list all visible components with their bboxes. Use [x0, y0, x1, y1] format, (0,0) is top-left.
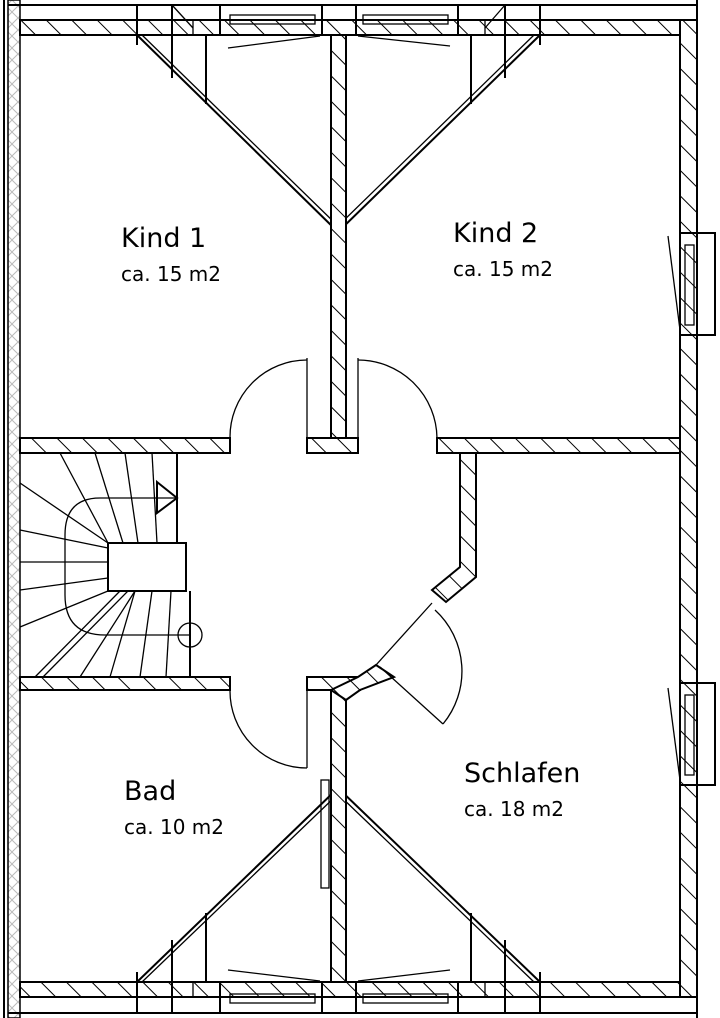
door-bad[interactable]	[229, 689, 308, 769]
exterior-walls	[3, 0, 716, 1018]
room-name: Bad	[124, 776, 176, 807]
right-windows	[667, 232, 716, 786]
stair-post	[177, 622, 203, 648]
door-schlafen[interactable]	[375, 602, 463, 725]
room-kind1: Kind 1 ca. 15 m2	[121, 223, 221, 286]
room-name: Kind 2	[453, 218, 538, 249]
room-schlafen: Schlafen ca. 18 m2	[464, 758, 580, 821]
room-name: Kind 1	[121, 223, 206, 254]
room-bad: Bad ca. 10 m2	[124, 776, 224, 839]
doors	[229, 358, 463, 769]
room-area: ca. 15 m2	[121, 262, 221, 286]
room-area: ca. 10 m2	[124, 815, 224, 839]
room-name: Schlafen	[464, 758, 580, 789]
bottom-windows	[136, 787, 541, 1014]
door-kind1[interactable]	[229, 358, 308, 439]
interior-walls	[19, 34, 681, 983]
door-kind2[interactable]	[357, 358, 438, 439]
room-kind2: Kind 2 ca. 15 m2	[453, 218, 553, 281]
stair-direction-arrow	[156, 479, 179, 515]
room-area: ca. 15 m2	[453, 257, 553, 281]
room-area: ca. 18 m2	[464, 797, 564, 821]
staircase	[19, 452, 203, 678]
